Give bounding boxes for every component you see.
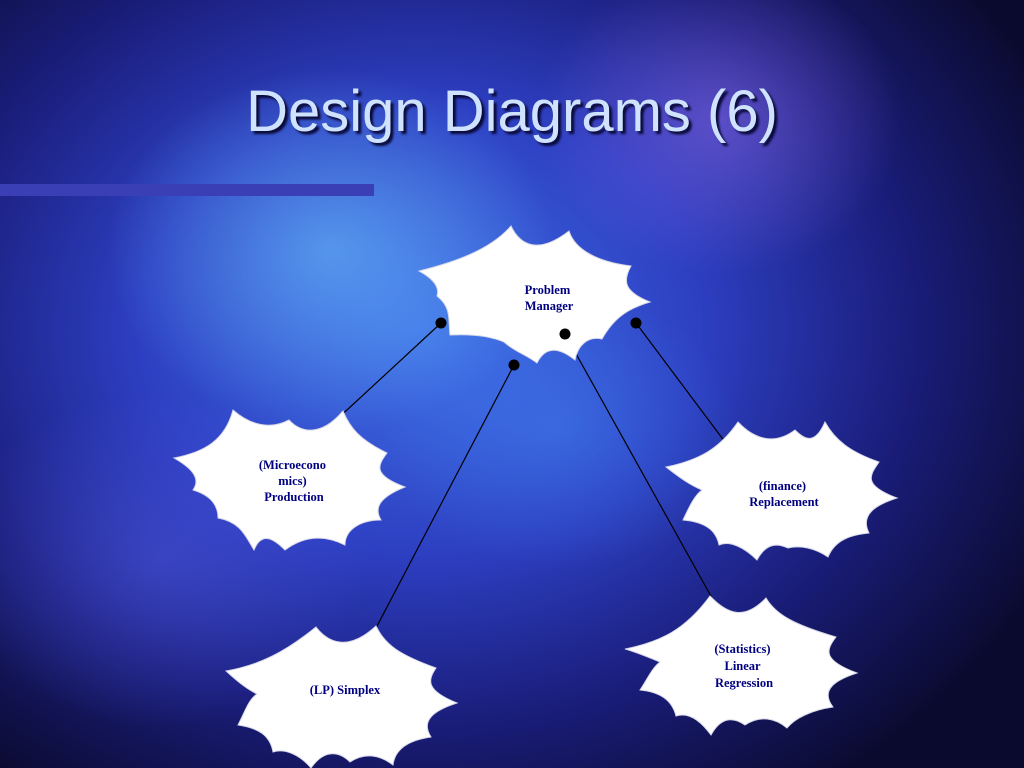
node-microeconomics-production: (Microecono mics) Production [172,409,407,552]
node-problem-manager: Problem Manager [417,225,652,364]
endpoint-finance [630,317,642,329]
title-underline-bar [0,184,374,196]
node-label: Problem Manager [525,283,574,313]
starburst-shape [624,595,859,736]
endpoint-statistics [559,328,571,340]
node-finance-replacement: (finance) Replacement [664,420,899,561]
connector-problem-manager-to-lp-simplex [375,364,515,629]
connector-problem-manager-to-microeconomics [333,322,442,423]
starburst-shape [664,420,899,561]
node-lp-simplex: (LP) Simplex [224,625,459,768]
connector-layer [333,322,732,629]
slide-title: Design Diagrams (6) [246,79,778,144]
starburst-shape [224,625,459,768]
connector-problem-manager-to-statistics [564,333,713,599]
node-label: (LP) Simplex [310,683,381,697]
endpoint-layer [435,317,642,371]
starburst-shape [172,409,407,552]
starburst-shape [417,225,652,364]
node-layer: Problem Manager (Microecono mics) Produc… [172,225,899,768]
connector-problem-manager-to-finance [635,322,732,451]
node-statistics-linear-regression: (Statistics) Linear Regression [624,595,859,736]
node-label: (Microecono mics) Production [259,458,329,504]
node-label: (Statistics) Linear Regression [714,642,773,690]
node-label: (finance) Replacement [749,479,819,509]
endpoint-lp-simplex [508,359,520,371]
endpoint-microeconomics [435,317,447,329]
